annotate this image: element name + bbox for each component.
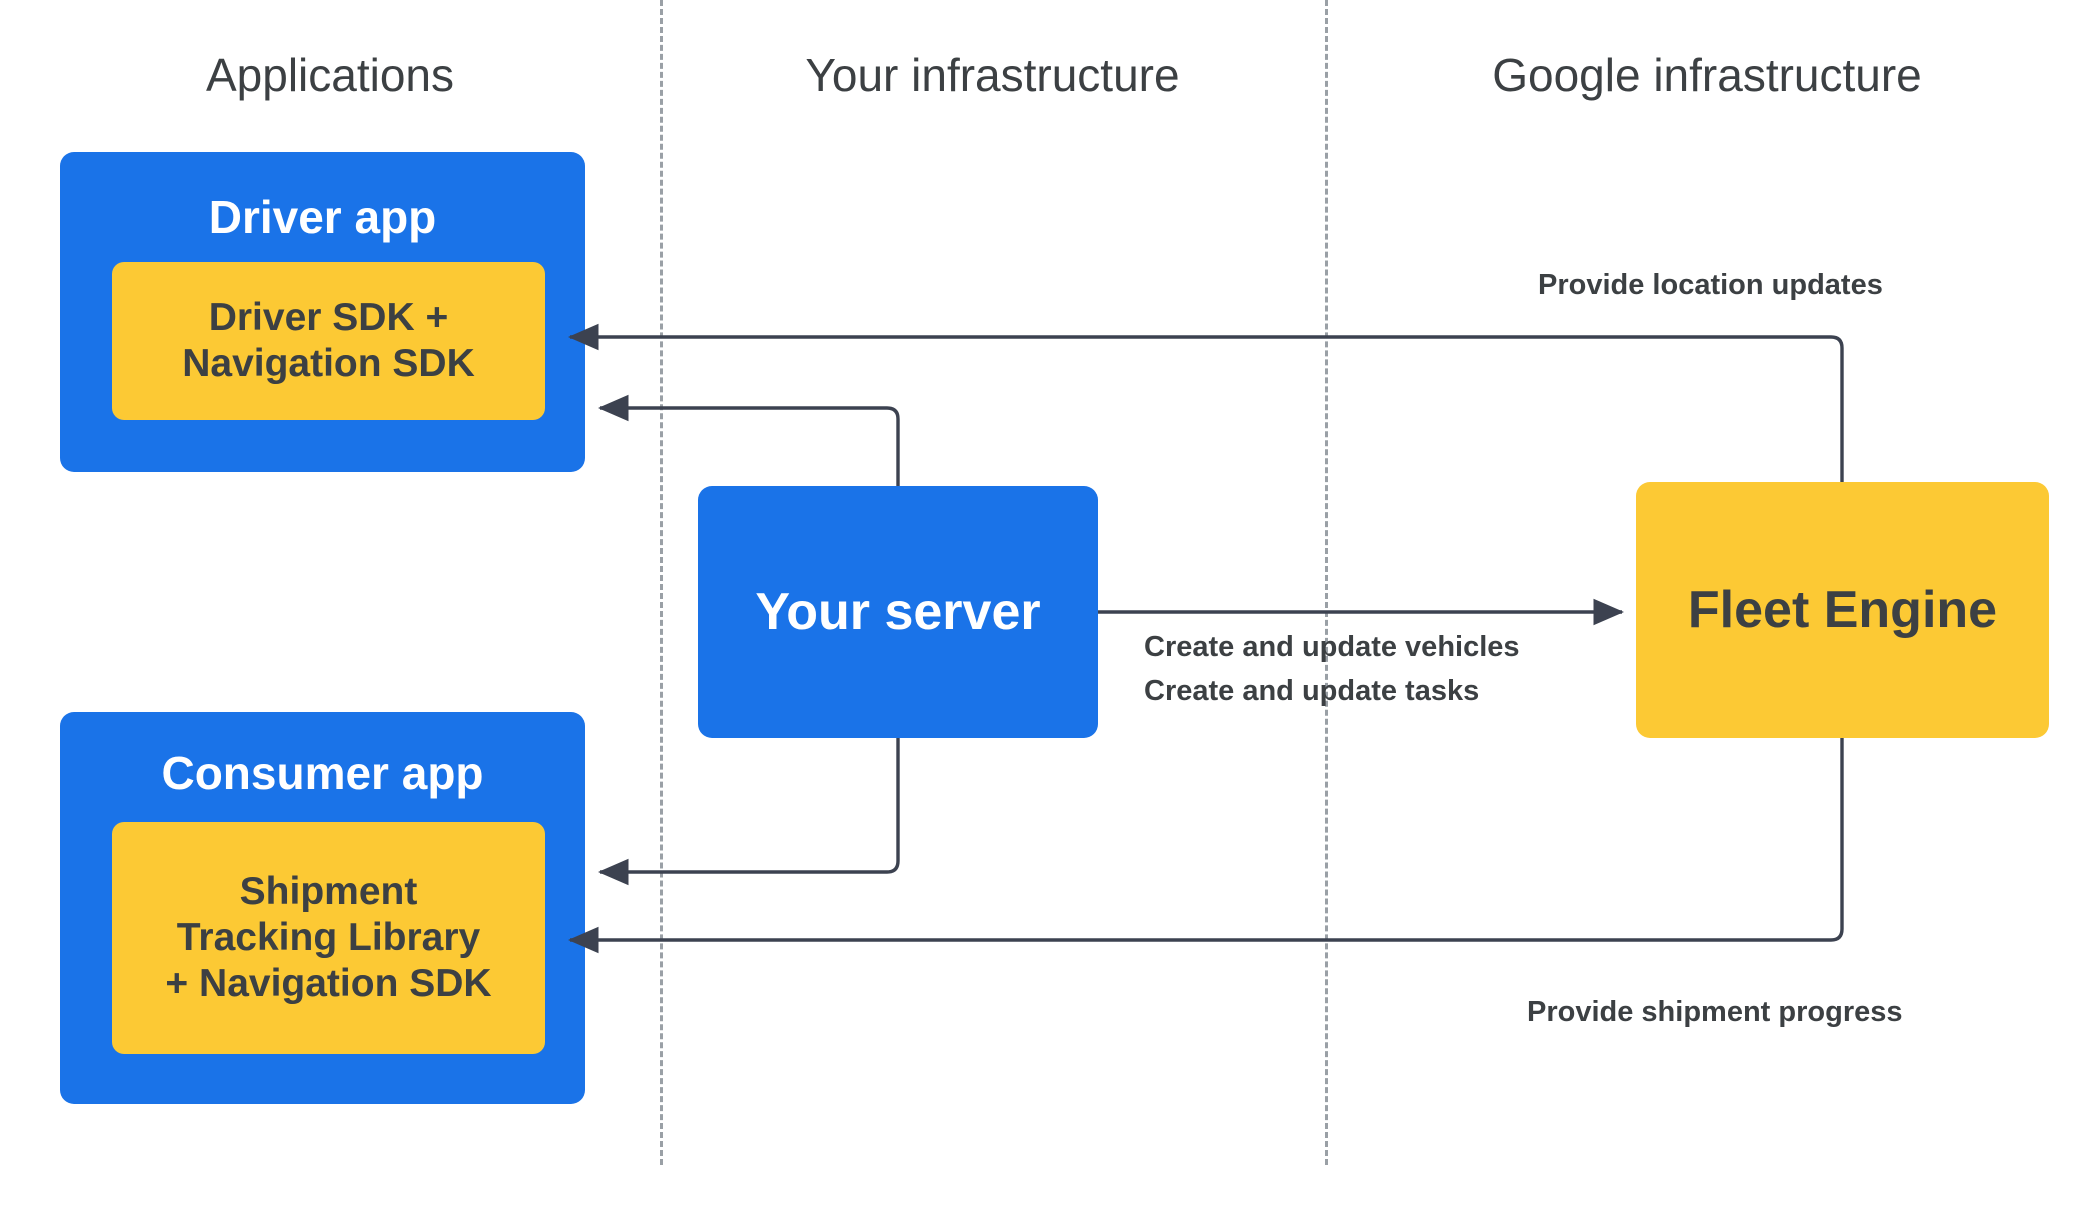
column-divider-left	[660, 0, 663, 1165]
column-header-applications: Applications	[205, 49, 455, 101]
edge-server-to-driver	[597, 394, 900, 486]
edge-label-provide-location-updates: Provide location updates	[1538, 269, 1883, 301]
driver-sdk-box: Driver SDK +Navigation SDK	[112, 262, 545, 420]
edge-label-create-and-update-tasks: Create and update tasks	[1144, 675, 1480, 707]
column-header-your-infrastructure: Your infrastructure	[805, 49, 1180, 101]
edge-fleet-to-consumer	[567, 738, 1844, 954]
column-header-google-infrastructure: Google infrastructure	[1492, 49, 1922, 101]
fleet-engine-box: Fleet Engine	[1636, 482, 2049, 738]
driver-app-box: Driver app Driver SDK +Navigation SDK	[60, 152, 585, 472]
driver-app-title: Driver app	[208, 191, 437, 243]
edge-server-to-consumer	[597, 738, 900, 886]
column-divider-right	[1325, 0, 1328, 1165]
edge-fleet-to-driver	[567, 323, 1844, 482]
edge-label-provide-shipment-progress: Provide shipment progress	[1527, 996, 1903, 1028]
your-server-box: Your server	[698, 486, 1098, 738]
consumer-app-title: Consumer app	[161, 747, 484, 799]
edge-label-create-and-update-vehicles: Create and update vehicles	[1144, 631, 1520, 663]
